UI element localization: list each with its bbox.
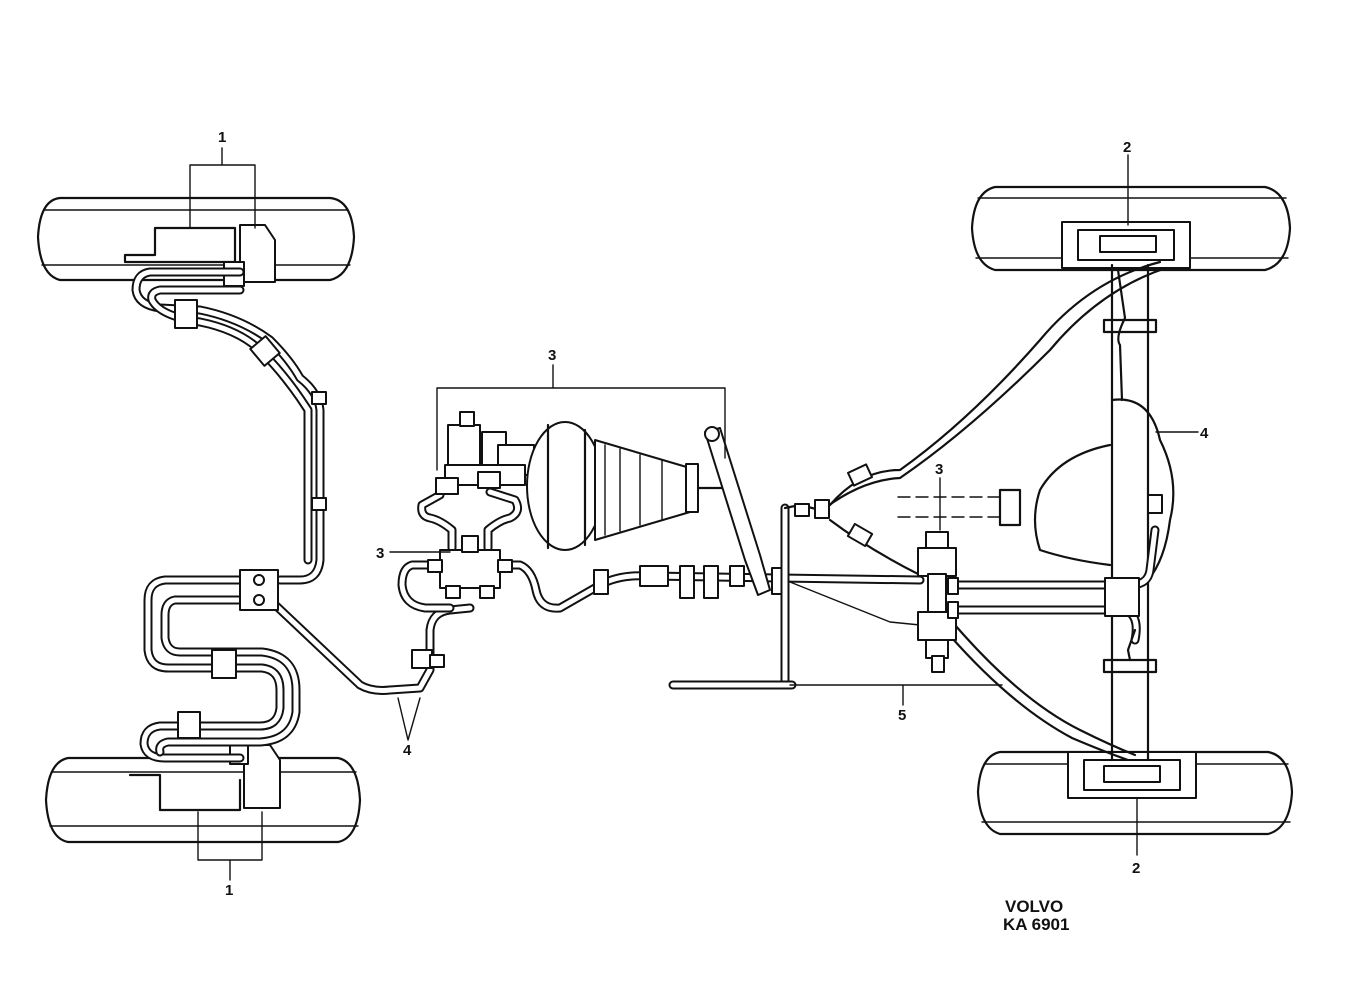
callout-lines-front: 4 xyxy=(403,742,412,759)
rear-valve xyxy=(917,531,959,673)
callout-rear-brake-bottom: 2 xyxy=(1132,860,1140,877)
callout-master-unit: 3 xyxy=(548,347,556,364)
callout-lines-rear: 4 xyxy=(1200,425,1209,442)
drawing-code: KA 6901 xyxy=(1003,915,1069,934)
callout-valve-block: 3 xyxy=(376,545,384,562)
callout-leaders xyxy=(189,147,1199,881)
valve-block xyxy=(427,535,513,599)
handbrake-cable xyxy=(668,499,830,690)
callout-handbrake-cable: 5 xyxy=(898,707,906,724)
front-wheel-top xyxy=(36,196,356,287)
brake-lines xyxy=(131,260,1168,763)
brand-stamp: VOLVO KA 6901 xyxy=(1003,897,1069,934)
callout-rear-valve: 3 xyxy=(935,461,943,478)
brand-name: VOLVO xyxy=(1005,897,1063,916)
rear-wheel-top xyxy=(970,185,1292,272)
rear-wheel-bottom xyxy=(976,750,1294,836)
callout-front-caliper-bottom: 1 xyxy=(225,882,233,899)
callout-rear-brake-top: 2 xyxy=(1123,139,1131,156)
callout-front-caliper-top: 1 xyxy=(218,129,226,146)
master-cylinder-booster xyxy=(435,411,771,596)
fittings xyxy=(174,299,1163,739)
callout-numbers: 1 1 2 2 3 3 3 4 4 5 xyxy=(218,129,1209,899)
